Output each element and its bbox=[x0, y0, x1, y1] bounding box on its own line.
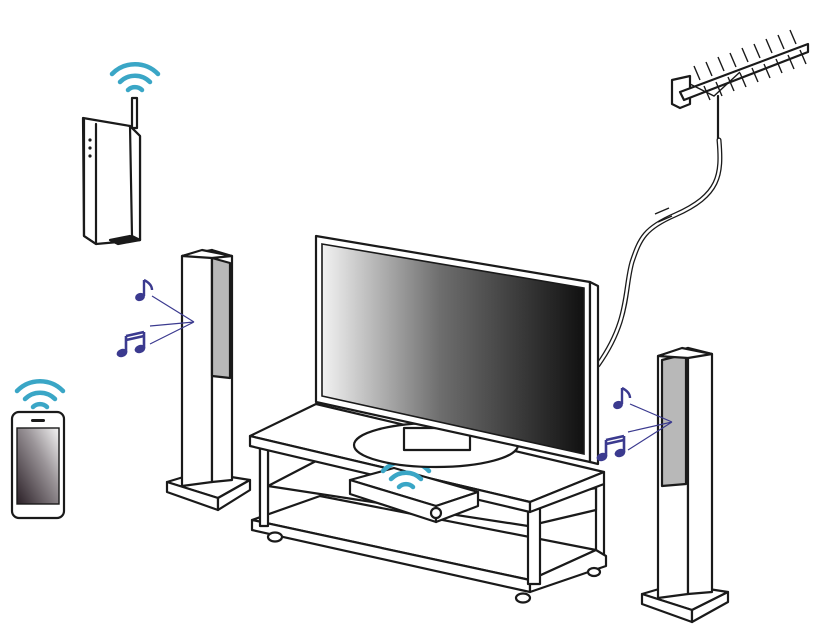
right-speaker-sound-beams bbox=[627, 403, 673, 451]
antenna-cable bbox=[595, 137, 723, 368]
left-music-note-icon-1 bbox=[135, 278, 154, 302]
router-wifi-icon bbox=[109, 62, 161, 93]
right-music-note-icon-2 bbox=[596, 434, 626, 462]
right-tower-speaker bbox=[640, 346, 730, 624]
left-music-note-icon-2 bbox=[116, 330, 146, 358]
tv-antenna bbox=[670, 29, 810, 142]
television bbox=[314, 234, 600, 469]
router bbox=[81, 96, 142, 246]
smartphone-wifi-icon bbox=[14, 379, 66, 410]
left-tower-speaker bbox=[165, 248, 252, 512]
smartphone bbox=[10, 410, 66, 520]
left-speaker-sound-beams bbox=[149, 295, 195, 345]
right-music-note-icon-1 bbox=[613, 386, 632, 410]
